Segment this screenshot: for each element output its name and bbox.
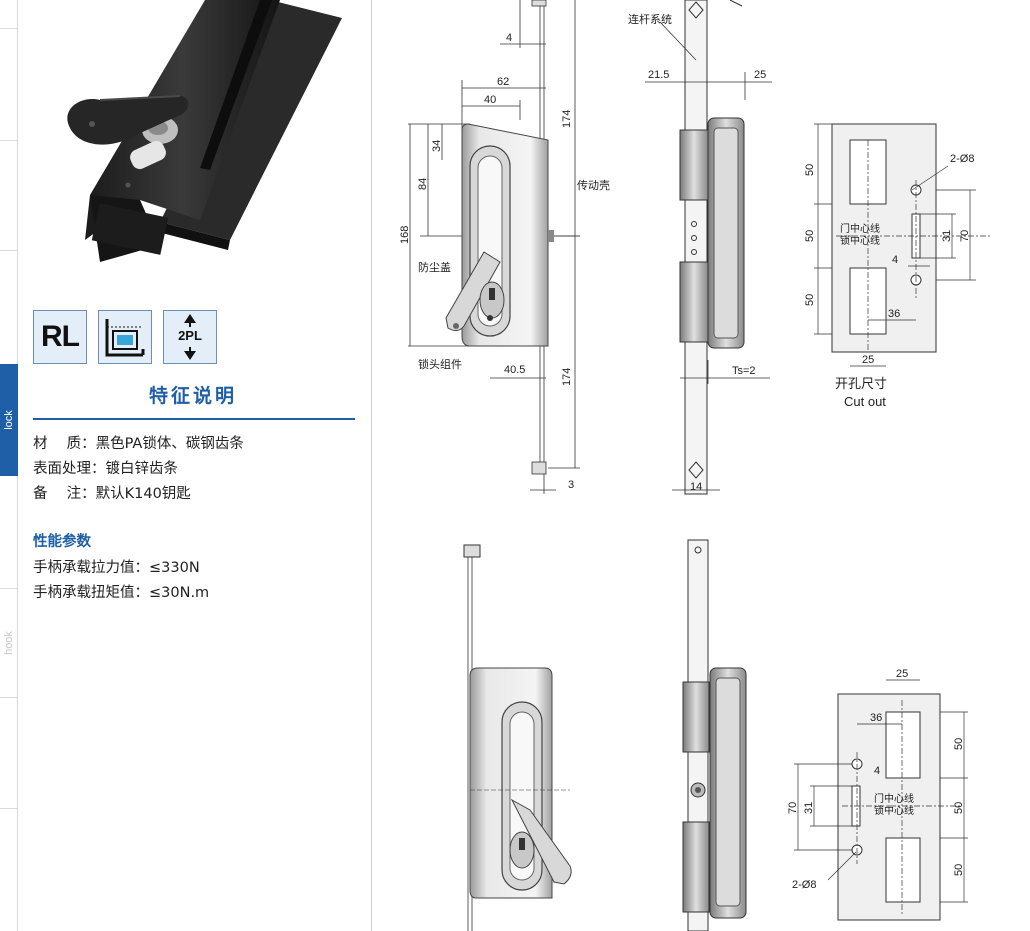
cutout-top-31: 31 xyxy=(941,230,953,242)
feature-icon-2pl-label: 2PL xyxy=(178,328,202,343)
feature-icon-rl-label: RL xyxy=(41,320,80,353)
cutout-bottom-centerline-door: 门中心线 xyxy=(874,792,914,805)
dim-174-top: 174 xyxy=(561,110,573,128)
dim-174-bottom: 174 xyxy=(561,368,573,386)
technical-drawing: 4 62 40 174 34 84 168 40.5 174 3 传动壳 防尘盖… xyxy=(399,0,990,931)
perf-pull-force: 手柄承载拉力值：≤330N xyxy=(33,560,200,576)
cutout-caption-cn: 开孔尺寸 xyxy=(835,376,887,391)
cutout-bottom-50b: 50 xyxy=(953,802,965,814)
dim-14: 14 xyxy=(690,481,702,493)
column-divider xyxy=(371,0,372,931)
product-photo xyxy=(67,0,342,262)
spec-material: 材 质：黑色PA锁体、碳钢齿条 xyxy=(33,436,244,452)
tab-hook-label: hook xyxy=(3,630,16,655)
label-rod-system: 连杆系统 xyxy=(628,12,672,26)
cutout-top-50a: 50 xyxy=(804,164,816,176)
spec-surface: 表面处理：镀白锌齿条 xyxy=(33,461,178,477)
tab-hook[interactable]: hook xyxy=(0,590,18,695)
cutout-bottom-50c: 50 xyxy=(953,864,965,876)
tab-divider xyxy=(0,808,18,809)
dim-25: 25 xyxy=(754,69,766,81)
frame-mount-icon xyxy=(105,319,145,357)
cutout-top-4: 4 xyxy=(892,254,898,266)
cutout-top-70: 70 xyxy=(959,230,971,242)
dim-40-5: 40.5 xyxy=(504,364,525,376)
label-shell: 传动壳 xyxy=(577,178,610,192)
tab-divider xyxy=(0,250,18,251)
cutout-bottom-50a: 50 xyxy=(953,738,965,750)
feature-icon-2pl: 2PL xyxy=(163,310,217,364)
section-tab-strip: lock hook xyxy=(0,0,18,931)
tab-divider xyxy=(0,28,18,29)
cutout-top-hole-label: 2-Ø8 xyxy=(950,153,974,165)
spec-note: 备 注：默认K140钥匙 xyxy=(33,486,191,502)
dim-4: 4 xyxy=(506,32,512,44)
tab-lock-label: lock xyxy=(3,410,15,430)
dim-34: 34 xyxy=(431,140,443,152)
cutout-top-25: 25 xyxy=(862,354,874,366)
cutout-top-centerline-door: 门中心线 xyxy=(840,222,880,235)
cutout-bottom-36: 36 xyxy=(870,712,882,724)
tab-lock[interactable]: lock xyxy=(0,364,18,476)
dim-84: 84 xyxy=(417,178,429,190)
feature-icon-frame-mount xyxy=(98,310,152,364)
cutout-bottom-25: 25 xyxy=(896,668,908,680)
cutout-top-centerline-lock: 锁中心线 xyxy=(840,234,880,247)
cutout-bottom-centerline-lock: 锁中心线 xyxy=(874,804,914,817)
feature-icon-rl: RL xyxy=(33,310,87,364)
two-point-arrows-icon xyxy=(184,314,196,360)
section-rule xyxy=(33,418,355,420)
dim-ts: Ts=2 xyxy=(732,365,756,377)
cutout-bottom-70: 70 xyxy=(787,802,799,814)
cutout-top-36: 36 xyxy=(888,308,900,320)
tab-divider xyxy=(0,588,18,589)
cutout-bottom-hole-label: 2-Ø8 xyxy=(792,879,816,891)
dim-40: 40 xyxy=(484,94,496,106)
label-dust-cover: 防尘盖 xyxy=(418,260,451,274)
tab-divider xyxy=(0,697,18,698)
perf-torque: 手柄承载扭矩值：≤30N.m xyxy=(33,585,210,601)
dim-168: 168 xyxy=(399,226,411,244)
dim-3: 3 xyxy=(568,479,574,491)
label-lock-cylinder: 锁头组件 xyxy=(418,357,462,371)
cutout-bottom-4: 4 xyxy=(874,765,880,777)
cutout-top-50c: 50 xyxy=(804,294,816,306)
cutout-bottom-31: 31 xyxy=(803,802,815,814)
tab-divider xyxy=(0,140,18,141)
dim-62: 62 xyxy=(497,76,509,88)
performance-title: 性能参数 xyxy=(33,534,91,550)
cutout-top-50b: 50 xyxy=(804,230,816,242)
cutout-caption-en: Cut out xyxy=(844,394,886,409)
section-title: 特征说明 xyxy=(148,385,237,407)
dim-21-5: 21.5 xyxy=(648,69,669,81)
